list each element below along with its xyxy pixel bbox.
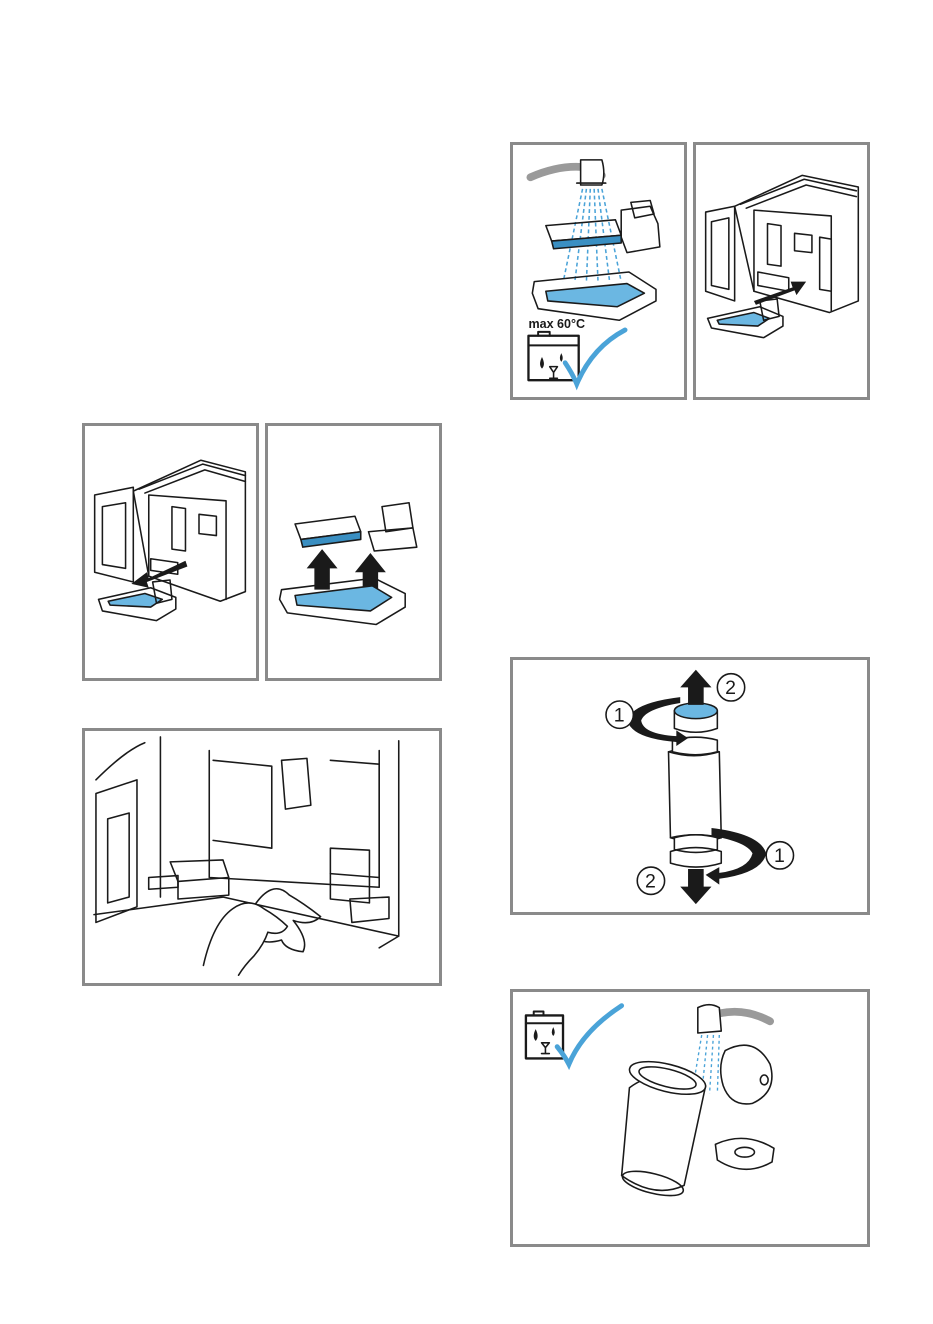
figure-rinse-drip-tray: max 60°C bbox=[510, 142, 687, 400]
step-label: 2 bbox=[725, 677, 736, 699]
hand-icon bbox=[203, 903, 287, 975]
shower-head-icon bbox=[530, 160, 605, 185]
dishwasher-icon bbox=[526, 1012, 563, 1059]
rotate-arrow-icon bbox=[627, 697, 688, 746]
remove-container-caps-illustration: 1 2 1 2 bbox=[513, 660, 867, 912]
arrow-icon bbox=[131, 561, 187, 588]
step-label: 1 bbox=[614, 705, 625, 727]
wipe-interior-illustration bbox=[85, 731, 439, 983]
figure-wipe-interior bbox=[82, 728, 442, 986]
figure-insert-drip-tray bbox=[693, 142, 870, 400]
shower-head-icon bbox=[698, 1005, 770, 1033]
arrow-icon bbox=[680, 670, 711, 705]
rinse-drip-tray-illustration: max 60°C bbox=[513, 145, 684, 397]
disassemble-drip-tray-illustration bbox=[268, 426, 439, 678]
figure-remove-container-caps: 1 2 1 2 bbox=[510, 657, 870, 915]
checkmark-icon bbox=[557, 1006, 621, 1065]
figure-disassemble-drip-tray bbox=[265, 423, 442, 681]
step-label: 1 bbox=[774, 845, 785, 867]
figure-clean-container bbox=[510, 989, 870, 1247]
remove-drip-tray-illustration bbox=[85, 426, 256, 678]
figure-remove-drip-tray bbox=[82, 423, 259, 681]
step-label: 2 bbox=[645, 871, 656, 893]
clean-container-illustration bbox=[513, 992, 867, 1244]
temperature-label: max 60°C bbox=[528, 317, 585, 331]
insert-drip-tray-illustration bbox=[696, 145, 867, 397]
